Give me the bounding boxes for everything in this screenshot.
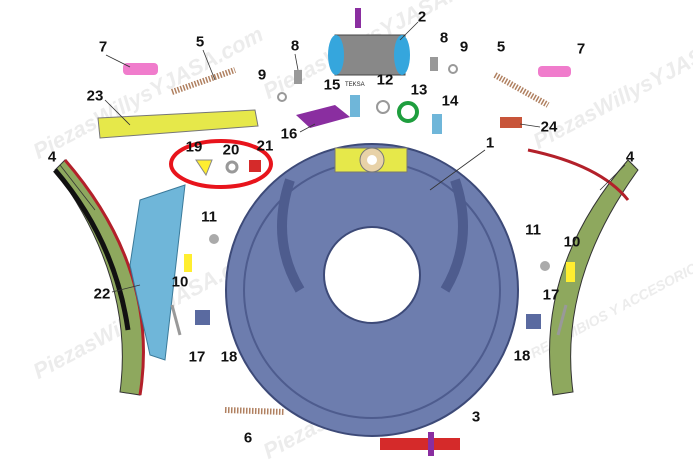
nut-left	[209, 234, 219, 244]
spring-right	[493, 72, 550, 108]
part-label: 12	[376, 71, 394, 89]
part-label: 5	[496, 38, 506, 56]
part-label: 9	[257, 66, 267, 84]
part-label: 4	[625, 148, 635, 166]
cylinder-marking: TEKSA	[345, 82, 365, 88]
highlight-circle	[169, 139, 273, 189]
yellow-clip	[195, 159, 213, 177]
part-label: 8	[439, 29, 449, 47]
small-washer	[225, 160, 239, 174]
part-label: 23	[86, 87, 104, 105]
part-label: 6	[243, 429, 253, 447]
pin-left	[123, 63, 158, 75]
part-label: 18	[513, 347, 531, 365]
washer-right	[448, 64, 458, 74]
anchor-pin-right	[566, 262, 575, 282]
anchor-plate	[296, 105, 350, 128]
part-label: 15	[323, 76, 341, 94]
part-label: 20	[222, 141, 240, 159]
part-label: 11	[201, 208, 217, 226]
part-label: 10	[171, 273, 189, 291]
part-label: 8	[290, 37, 300, 55]
part-label: 24	[540, 118, 558, 136]
retainer-left	[195, 310, 210, 325]
spring-left	[171, 67, 236, 95]
backing-plate	[225, 143, 519, 437]
green-ring	[397, 101, 419, 123]
part-label: 3	[471, 408, 481, 426]
pin-right	[538, 66, 571, 77]
brake-shoe-left	[53, 159, 145, 396]
clip-15	[350, 95, 360, 117]
adjuster-clip	[500, 117, 522, 128]
retainer-right	[526, 314, 541, 329]
part-label: 5	[195, 33, 205, 51]
part-label: 9	[459, 38, 469, 56]
washer-left	[277, 92, 287, 102]
brake-shoe-right	[527, 148, 639, 396]
part-label: 14	[441, 92, 459, 110]
part-label: 21	[256, 137, 274, 155]
hold-pin-left	[170, 304, 182, 336]
nut-right	[540, 261, 550, 271]
part-label: 17	[188, 348, 206, 366]
part-label: 13	[410, 81, 428, 99]
part-label: 22	[93, 285, 111, 303]
part-label: 11	[525, 221, 541, 239]
part-label: 7	[576, 40, 586, 58]
part-label: 4	[47, 148, 57, 166]
part-label: 2	[417, 8, 427, 26]
bottom-cylinder	[380, 438, 460, 450]
part-label: 18	[220, 348, 238, 366]
bolt-left	[294, 70, 302, 84]
part-label: 1	[485, 134, 495, 152]
anchor-pin-left	[184, 254, 192, 272]
ring	[376, 100, 390, 114]
bolt-right	[430, 57, 438, 71]
part-label: 7	[98, 38, 108, 56]
part-label: 16	[280, 125, 298, 143]
strut	[97, 109, 259, 139]
wheel-cylinder: TEKSA	[328, 8, 410, 88]
clip-14	[432, 114, 442, 134]
part-label: 17	[542, 286, 560, 304]
bottom-spring	[224, 407, 286, 415]
lever	[129, 184, 186, 361]
red-cap	[249, 160, 261, 172]
hold-pin-right	[556, 304, 568, 336]
part-label: 19	[185, 138, 203, 156]
part-label: 10	[563, 233, 581, 251]
